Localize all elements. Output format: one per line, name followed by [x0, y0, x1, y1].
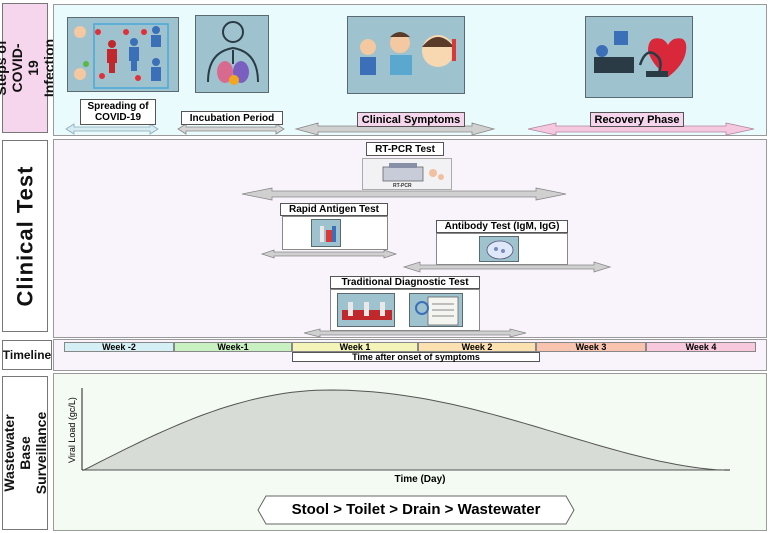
antibody-dish-icon [479, 236, 519, 262]
antibody-image [436, 233, 568, 265]
section-label-timeline: Timeline [2, 340, 52, 370]
section-label-timeline-text: Timeline [2, 348, 52, 362]
week-cell-2: Week 1 [292, 342, 418, 352]
spreading-label: Spreading of COVID-19 [80, 99, 156, 125]
recovery-label: Recovery Phase [590, 112, 684, 127]
people-spread-icon [74, 23, 169, 89]
antibody-arrow [402, 261, 612, 273]
spreading-arrow [65, 123, 159, 135]
viral-load-x-label: Time (Day) [394, 474, 446, 485]
symptoms-illustration [347, 16, 465, 94]
section-label-wastewater: Wastewater Base Surveillance [1, 376, 49, 530]
lungs-icon [207, 21, 259, 85]
flow-banner-text: Stool > Toilet > Drain > Wastewater [291, 501, 541, 518]
recovery-heart-icon [594, 31, 687, 77]
rapid-arrow [260, 249, 398, 259]
recovery-illustration [585, 16, 693, 98]
antibody-label: Antibody Test (IgM, IgG) [436, 220, 568, 233]
spreading-illustration [67, 17, 179, 92]
antigen-kit-icon [311, 219, 341, 247]
section-label-clinical: Clinical Test [2, 140, 48, 332]
incubation-illustration [195, 15, 269, 93]
pcr-machine-icon: RT-PCR [382, 163, 444, 189]
viral-load-y-label: Viral Load (gc/L) [67, 397, 77, 463]
rapid-antigen-label: Rapid Antigen Test [280, 203, 388, 216]
week-cell-5: Week 4 [646, 342, 756, 352]
flow-banner-shape [257, 495, 575, 525]
week-cell-0: Week -2 [64, 342, 174, 352]
sick-people-icon [360, 32, 456, 75]
symptoms-label: Clinical Symptoms [357, 112, 465, 127]
week-cell-3: Week 2 [418, 342, 536, 352]
rapid-antigen-image [282, 216, 388, 250]
viral-load-curve [83, 389, 725, 471]
incubation-arrow [177, 123, 285, 135]
traditional-label: Traditional Diagnostic Test [330, 276, 480, 289]
rtpcr-label: RT-PCR Test [366, 142, 444, 156]
timeline-caption: Time after onset of symptoms [292, 352, 540, 362]
traditional-arrow [303, 328, 527, 338]
lab-tubes-icon [337, 293, 395, 327]
rtpcr-image: RT-PCR [362, 158, 452, 190]
rtpcr-device-text: RT-PCR [393, 183, 412, 189]
recovery-arrow [527, 122, 755, 136]
week-cell-1: Week-1 [174, 342, 292, 352]
viral-load-chart [81, 388, 730, 471]
traditional-image [330, 289, 480, 331]
week-cell-4: Week 3 [536, 342, 646, 352]
incubation-label: Incubation Period [181, 111, 283, 125]
lab-report-icon [409, 293, 463, 327]
rtpcr-arrow [241, 187, 567, 201]
section-label-steps: Steps of COVID-19 Infection [0, 3, 57, 133]
